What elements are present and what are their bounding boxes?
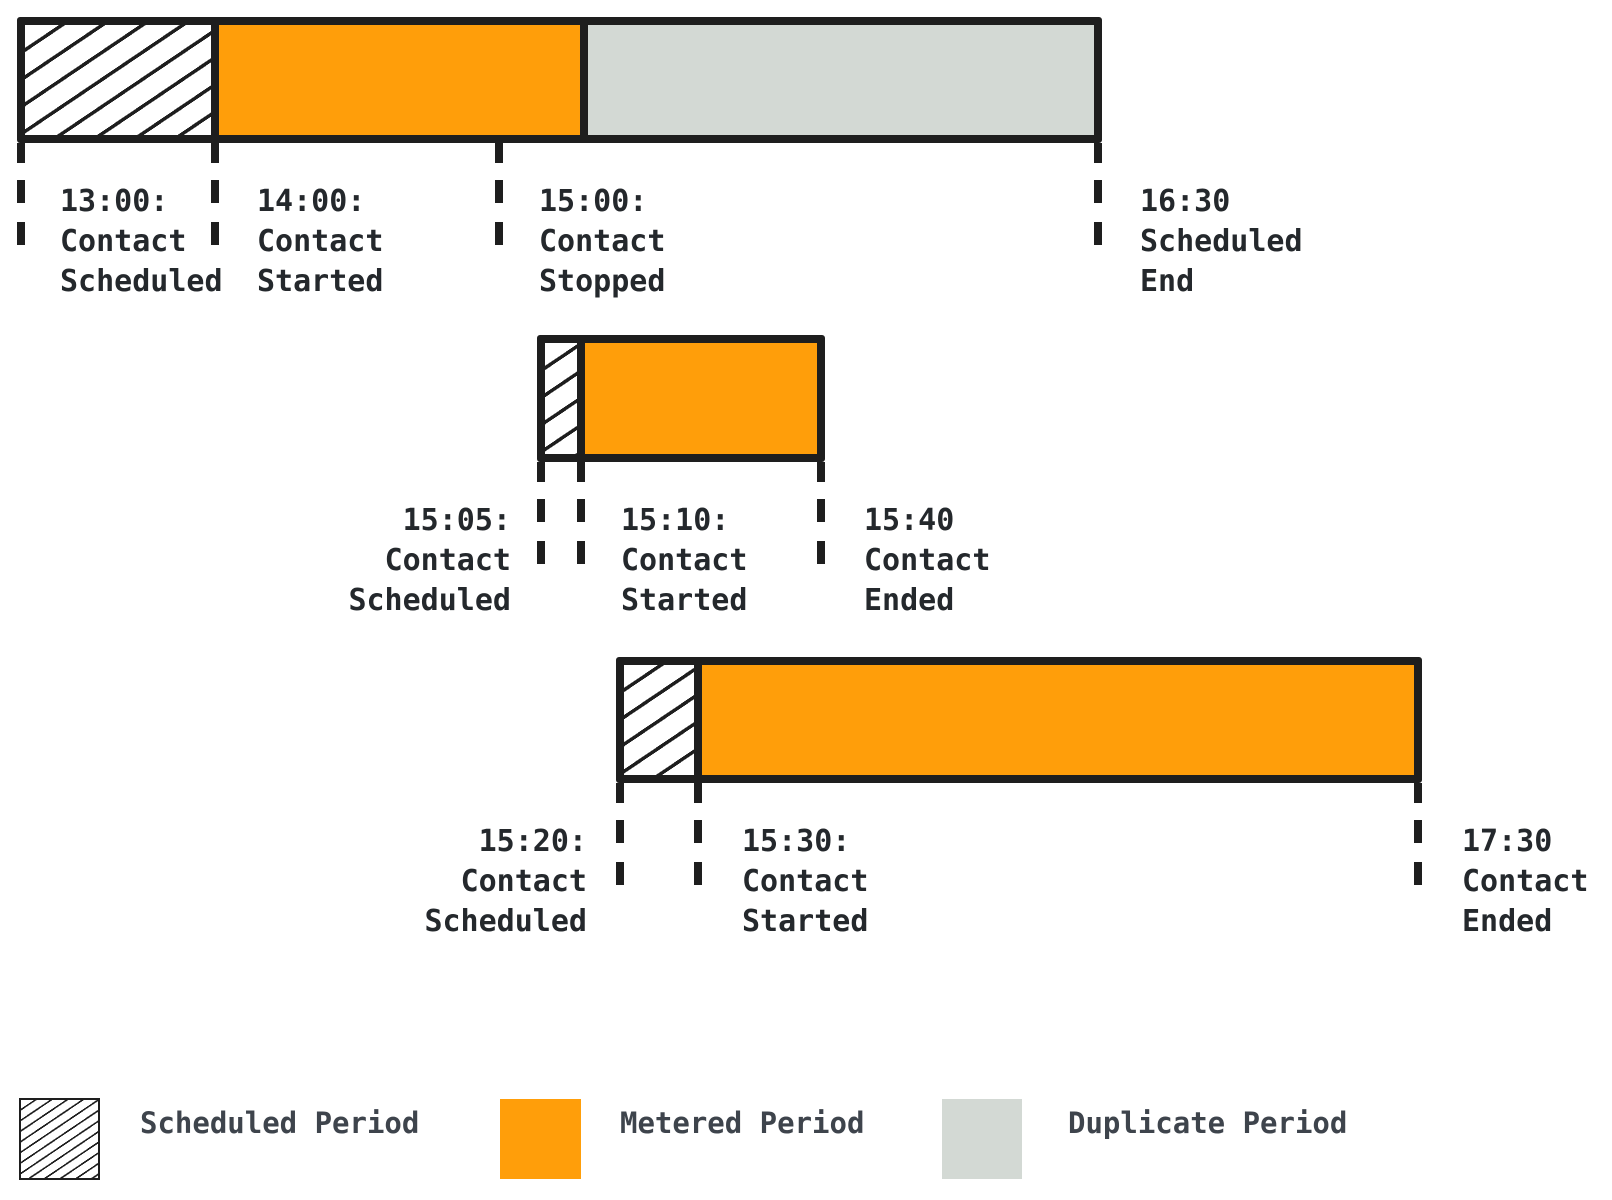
tick-mark	[17, 143, 25, 245]
metered-period-segment	[219, 25, 580, 135]
event-label: 13:00: Contact Scheduled	[60, 184, 223, 299]
legend-swatch-metered	[500, 1099, 581, 1179]
legend-label-duplicate: Duplicate Period	[1068, 1106, 1348, 1140]
event-label: 15:40 Contact Ended	[864, 503, 991, 618]
metered-period-segment	[585, 343, 817, 454]
duplicate-period-segment	[588, 25, 1094, 135]
event-label: 15:10: Contact Started	[621, 503, 748, 618]
metered-period-segment	[702, 665, 1414, 775]
legend-label-metered: Metered Period	[620, 1106, 865, 1140]
tick-mark	[495, 143, 503, 245]
segment-divider	[211, 25, 219, 135]
scheduled-period-segment	[545, 343, 577, 454]
segment-divider	[577, 343, 585, 454]
tick-mark	[577, 462, 585, 564]
timeline-bar-3	[616, 657, 1422, 783]
tick-mark	[537, 462, 545, 564]
legend-swatch-scheduled	[19, 1098, 100, 1180]
event-label: 17:30 Contact Ended	[1462, 824, 1589, 939]
event-label: 15:20: Contact Scheduled	[424, 824, 587, 939]
event-label: 16:30 Scheduled End	[1140, 184, 1303, 299]
scheduled-period-segment	[25, 25, 211, 135]
tick-mark	[616, 783, 624, 885]
legend-label-scheduled: Scheduled Period	[140, 1106, 420, 1140]
timeline-bar-1	[17, 17, 1102, 143]
event-label: 15:30: Contact Started	[742, 824, 869, 939]
tick-mark	[694, 783, 702, 885]
tick-mark	[1414, 783, 1422, 885]
scheduled-period-segment	[624, 665, 694, 775]
timeline-bar-2	[537, 335, 825, 462]
event-label: 15:05: Contact Scheduled	[348, 503, 511, 618]
segment-divider	[580, 25, 588, 135]
event-label: 14:00: Contact Started	[257, 184, 384, 299]
legend-swatch-duplicate	[942, 1099, 1022, 1179]
tick-mark	[211, 143, 219, 245]
tick-mark	[1094, 143, 1102, 245]
event-label: 15:00: Contact Stopped	[539, 184, 666, 299]
segment-divider	[694, 665, 702, 775]
tick-mark	[817, 462, 825, 564]
